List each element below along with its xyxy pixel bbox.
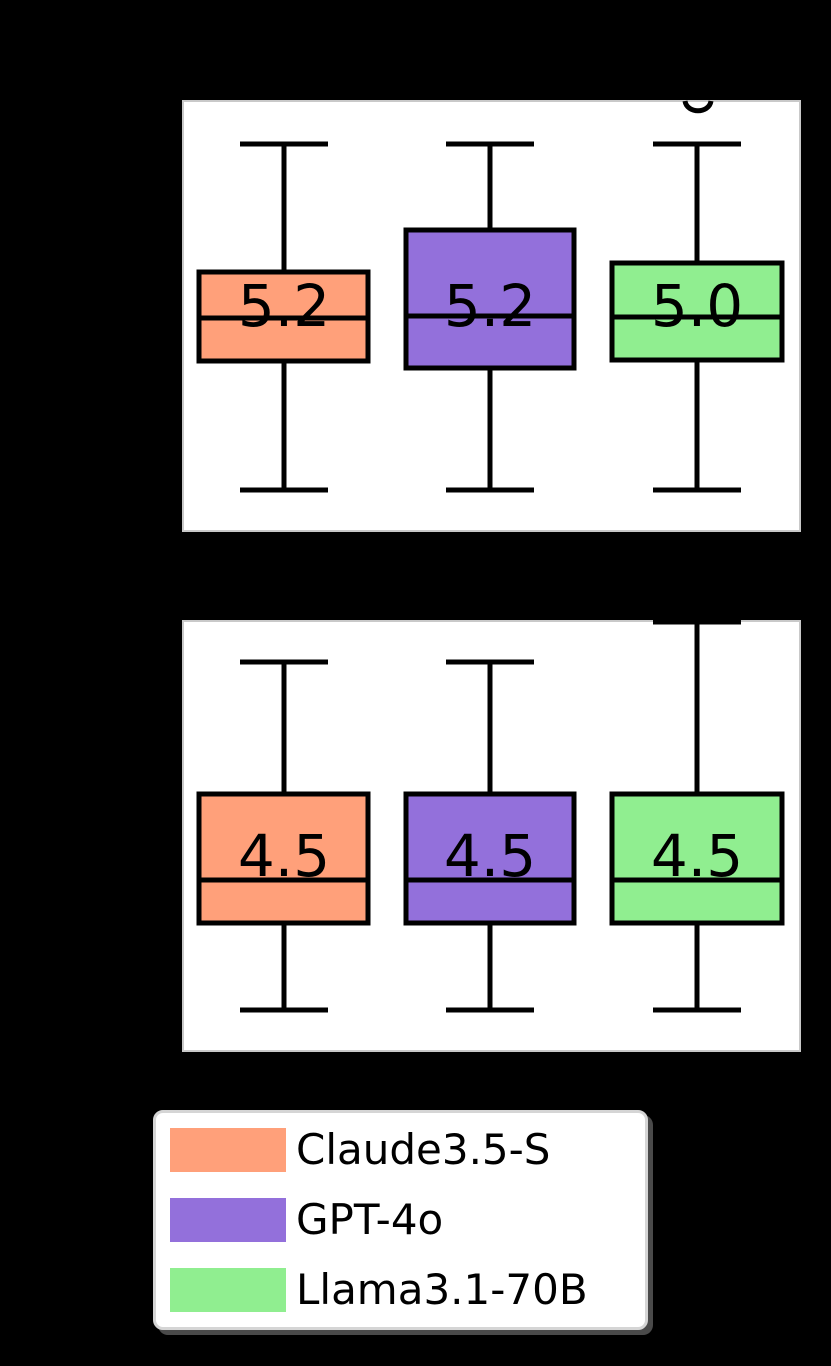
legend-label-gpt4o: GPT-4o (296, 1195, 444, 1244)
legend-item-claude: Claude3.5-S (170, 1128, 645, 1172)
legend: Claude3.5-S GPT-4o Llama3.1-70B (153, 1110, 648, 1330)
legend-item-llama: Llama3.1-70B (170, 1268, 645, 1312)
top-boxplot-panel (182, 100, 801, 532)
bottom-boxplot-panel (182, 620, 801, 1052)
legend-swatch-llama (170, 1268, 286, 1312)
legend-swatch-claude (170, 1128, 286, 1172)
legend-label-claude: Claude3.5-S (296, 1125, 551, 1174)
legend-swatch-gpt4o (170, 1198, 286, 1242)
legend-label-llama: Llama3.1-70B (296, 1265, 588, 1314)
legend-item-gpt4o: GPT-4o (170, 1198, 645, 1242)
